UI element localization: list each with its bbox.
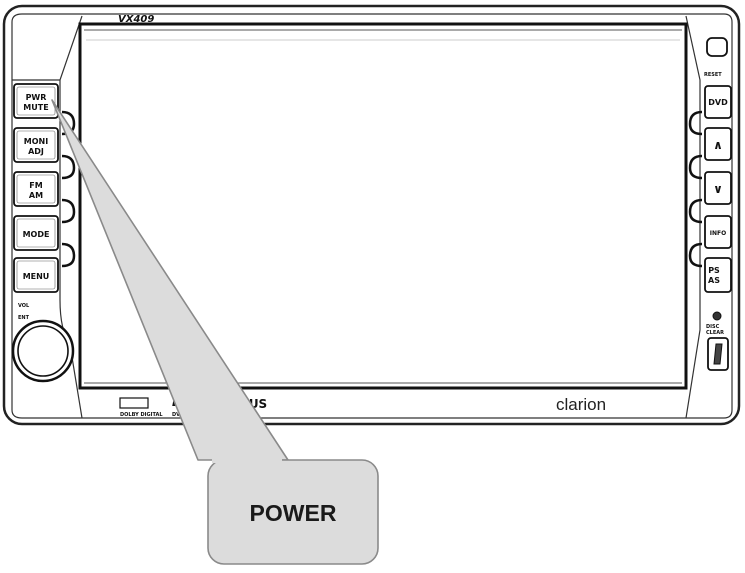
dvd-label: DVD bbox=[708, 98, 728, 107]
callout-box bbox=[207, 459, 379, 565]
moni-label: MONI bbox=[24, 137, 48, 146]
moni-adj-button[interactable]: MONI ADJ bbox=[13, 127, 59, 163]
pwr-mute-button[interactable]: PWR MUTE bbox=[13, 83, 59, 119]
model-label: VX409 bbox=[118, 14, 154, 25]
volume-knob[interactable]: VOL ENT bbox=[11, 303, 75, 383]
brand-logo: clarion bbox=[556, 395, 606, 414]
clear-label: CLEAR bbox=[706, 330, 724, 336]
reset-label: RESET bbox=[704, 72, 722, 78]
callout-label: POWER bbox=[250, 500, 337, 526]
mute-label: MUTE bbox=[23, 103, 48, 112]
dolby-logo-text: DOLBY DIGITAL bbox=[120, 412, 163, 418]
ent-label: ENT bbox=[18, 315, 30, 321]
down-button[interactable]: ∨ bbox=[704, 171, 732, 205]
pwr-label: PWR bbox=[26, 93, 47, 102]
reset-control[interactable]: RESET bbox=[704, 37, 728, 78]
dvd-button[interactable]: DVD bbox=[704, 85, 732, 119]
adj-label: ADJ bbox=[28, 147, 44, 156]
as-label: AS bbox=[708, 276, 720, 285]
mode-label: MODE bbox=[23, 230, 50, 239]
am-label: AM bbox=[29, 191, 43, 200]
power-callout: POWER bbox=[51, 99, 379, 565]
info-button[interactable]: INFO bbox=[704, 215, 732, 249]
ps-label: PS bbox=[708, 266, 720, 275]
right-button-column: DVD ∧ ∨ INFO PS AS bbox=[688, 85, 732, 293]
disc-label: DISC bbox=[706, 324, 720, 330]
up-button[interactable]: ∧ bbox=[704, 127, 732, 161]
mode-button[interactable]: MODE bbox=[13, 215, 59, 251]
fm-am-button[interactable]: FM AM bbox=[13, 171, 59, 207]
dolby-logo-icon bbox=[119, 397, 149, 409]
chevron-up-icon: ∧ bbox=[713, 138, 723, 152]
menu-label: MENU bbox=[23, 272, 50, 281]
left-button-column: PWR MUTE MONI ADJ FM AM MODE MENU bbox=[13, 83, 76, 293]
chevron-down-icon: ∨ bbox=[713, 182, 723, 196]
eject-slot-icon bbox=[713, 343, 723, 365]
disc-clear-control[interactable]: DISC CLEAR bbox=[706, 311, 729, 371]
fm-label: FM bbox=[29, 181, 42, 190]
menu-button[interactable]: MENU bbox=[13, 257, 59, 293]
vol-label: VOL bbox=[18, 303, 30, 309]
info-label: INFO bbox=[710, 230, 726, 237]
ps-as-button[interactable]: PS AS bbox=[704, 257, 732, 293]
